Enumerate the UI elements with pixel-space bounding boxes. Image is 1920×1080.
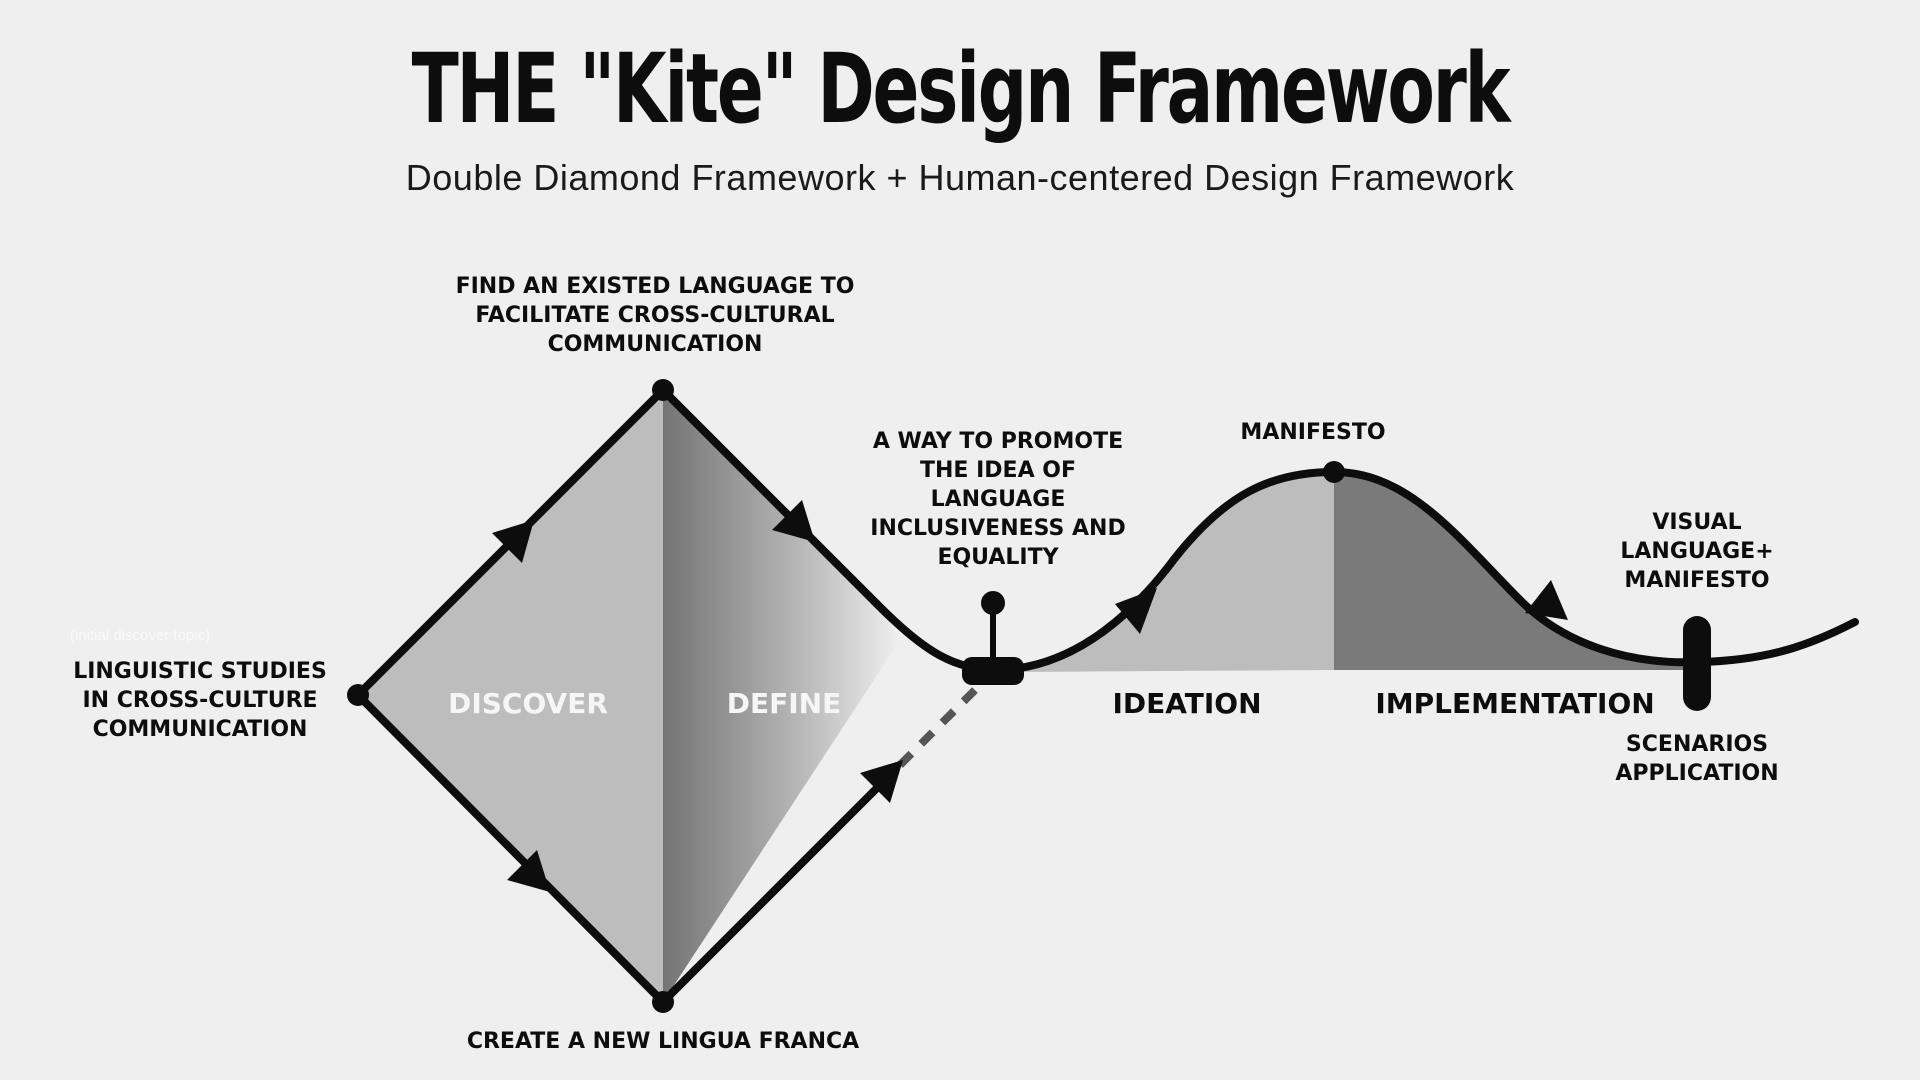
discover-area — [358, 390, 663, 1002]
page-subtitle: Double Diamond Framework + Human-centere… — [405, 157, 1515, 198]
phase-ideation-label: IDEATION — [1112, 687, 1262, 720]
arrow-implementation-icon — [1525, 580, 1568, 620]
start-node-dot — [347, 684, 369, 706]
top-node-dot — [652, 379, 674, 401]
dashed-connector — [897, 682, 983, 768]
arrow-down-right-icon — [772, 500, 815, 542]
start-note-label: (initial discover topic) — [70, 627, 211, 644]
phase-implementation-label: IMPLEMENTATION — [1375, 687, 1655, 720]
arrow-down-left-icon — [507, 850, 550, 892]
peak-node-dot — [1323, 461, 1345, 483]
end-top-node-label: VISUAL LANGUAGE+ MANIFESTO — [1620, 510, 1774, 593]
diamond-edge-lower-left — [354, 691, 667, 1006]
ideation-area — [1008, 472, 1334, 672]
arrow-up-left-icon — [492, 520, 534, 563]
top-node-label: FIND AN EXISTED LANGUAGE TO FACILITATE C… — [455, 274, 855, 357]
diamond-edge-lower-right — [659, 766, 899, 1006]
phase-discover-label: DISCOVER — [448, 687, 608, 720]
end-bar-marker — [1683, 616, 1711, 711]
page-title: THE "Kite" Design Framework — [411, 33, 1511, 145]
phase-define-label: DEFINE — [726, 687, 842, 720]
end-bottom-node-label: SCENARIOS APPLICATION — [1615, 732, 1779, 786]
knot-marker — [962, 657, 1024, 685]
knot-pin-head — [981, 591, 1005, 615]
bottom-node-dot — [652, 991, 674, 1013]
start-node-label: LINGUISTIC STUDIES IN CROSS-CULTURE COMM… — [73, 659, 327, 742]
implementation-area — [1334, 472, 1695, 670]
peak-node-label: MANIFESTO — [1240, 420, 1386, 445]
bottom-node-label: CREATE A NEW LINGUA FRANCA — [466, 1029, 860, 1054]
arrow-up-right-icon — [860, 760, 903, 803]
knot-node-label: A WAY TO PROMOTE THE IDEA OF LANGUAGE IN… — [870, 429, 1126, 570]
arrow-ideation-icon — [1115, 588, 1157, 634]
define-area — [663, 390, 900, 1002]
